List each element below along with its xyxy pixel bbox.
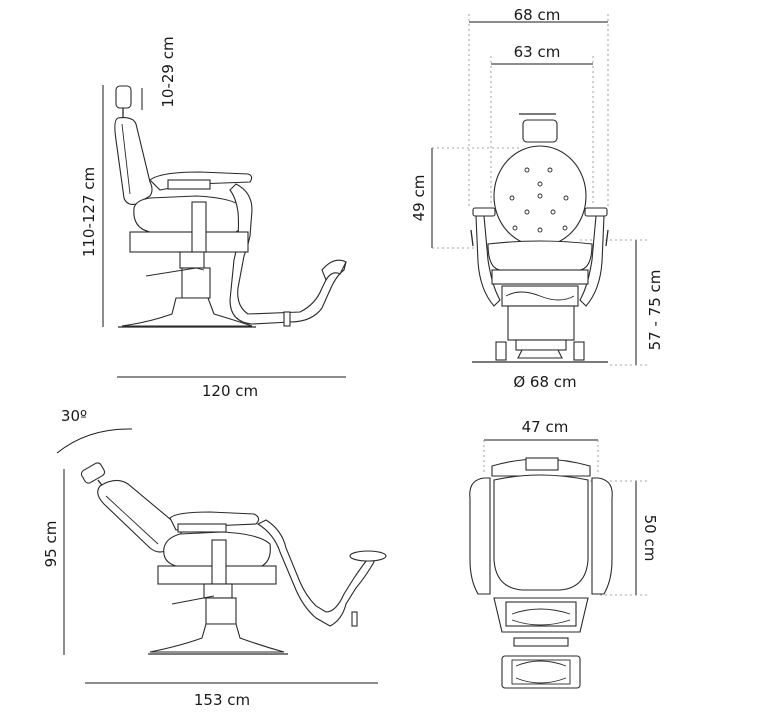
chair-top-drawing — [469, 457, 613, 689]
front-outer-width-label: 68 cm — [514, 6, 561, 24]
side-view-reclined: 30º 95 cm 153 cm — [42, 407, 387, 709]
base-diameter-label: Ø 68 cm — [513, 373, 576, 391]
chair-side-upright-drawing — [114, 85, 347, 328]
seat-depth-label: 50 cm — [641, 515, 659, 562]
chair-side-reclined-drawing — [80, 462, 387, 655]
reclined-height-label: 95 cm — [42, 521, 60, 568]
seat-width-label: 47 cm — [522, 418, 569, 436]
side-height-label: 110-127 cm — [80, 167, 98, 257]
headrest-adjust-label: 10-29 cm — [159, 36, 177, 107]
seat-height-label: 57 - 75 cm — [646, 270, 664, 351]
front-view: 68 cm 63 cm 49 cm 57 - 75 cm Ø 68 cm — [410, 6, 664, 391]
top-view: 47 cm 50 cm — [469, 418, 659, 689]
recline-angle-label: 30º — [61, 407, 87, 425]
reclined-length-label: 153 cm — [194, 691, 250, 709]
chair-front-drawing — [470, 113, 609, 363]
side-view-upright: 110-127 cm 10-29 cm 120 cm — [80, 36, 347, 400]
side-length-label: 120 cm — [202, 382, 258, 400]
front-inner-width-label: 63 cm — [514, 43, 561, 61]
backrest-height-label: 49 cm — [410, 175, 428, 222]
